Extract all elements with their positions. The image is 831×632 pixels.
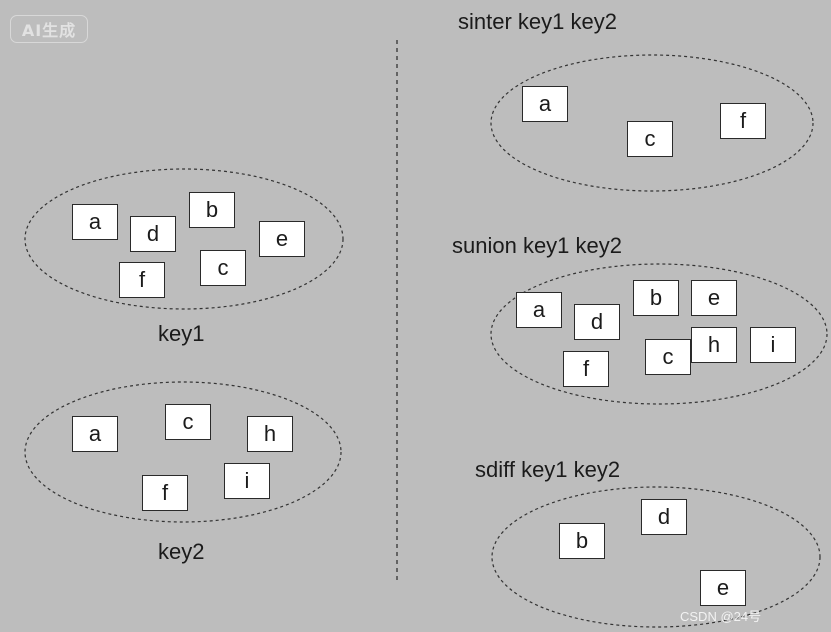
key1-member-c: c: [200, 250, 246, 286]
sunion-member-f: f: [563, 351, 609, 387]
sdiff-command-title: sdiff key1 key2: [475, 457, 621, 482]
sunion-set-ellipse: [490, 263, 828, 405]
sunion-member-i: i: [750, 327, 796, 363]
sdiff-member-b: b: [559, 523, 605, 559]
key1-member-b: b: [189, 192, 235, 228]
sdiff-member-e: e: [700, 570, 746, 606]
sunion-member-e: e: [691, 280, 737, 316]
key2-member-i: i: [224, 463, 270, 499]
sunion-member-b: b: [633, 280, 679, 316]
key2-member-c: c: [165, 404, 211, 440]
key2-set-ellipse: [24, 381, 342, 523]
sdiff-set-ellipse: [491, 486, 821, 628]
key1-member-f: f: [119, 262, 165, 298]
key2-member-f: f: [142, 475, 188, 511]
key1-label: key1: [158, 321, 205, 346]
sunion-member-c: c: [645, 339, 691, 375]
key2-member-a: a: [72, 416, 118, 452]
sunion-member-a: a: [516, 292, 562, 328]
sinter-command-title: sinter key1 key2: [458, 9, 617, 34]
key1-set-ellipse: [24, 168, 344, 310]
sinter-set-ellipse: [490, 54, 814, 192]
sinter-member-a: a: [522, 86, 568, 122]
key1-member-e: e: [259, 221, 305, 257]
key2-label: key2: [158, 539, 205, 564]
sinter-member-c: c: [627, 121, 673, 157]
key1-member-d: d: [130, 216, 176, 252]
ai-generated-badge: AI生成: [10, 15, 88, 43]
csdn-watermark: CSDN @24号: [680, 609, 762, 624]
sinter-member-f: f: [720, 103, 766, 139]
key2-member-h: h: [247, 416, 293, 452]
sunion-member-d: d: [574, 304, 620, 340]
key1-member-a: a: [72, 204, 118, 240]
sunion-member-h: h: [691, 327, 737, 363]
sunion-command-title: sunion key1 key2: [452, 233, 622, 258]
sdiff-member-d: d: [641, 499, 687, 535]
